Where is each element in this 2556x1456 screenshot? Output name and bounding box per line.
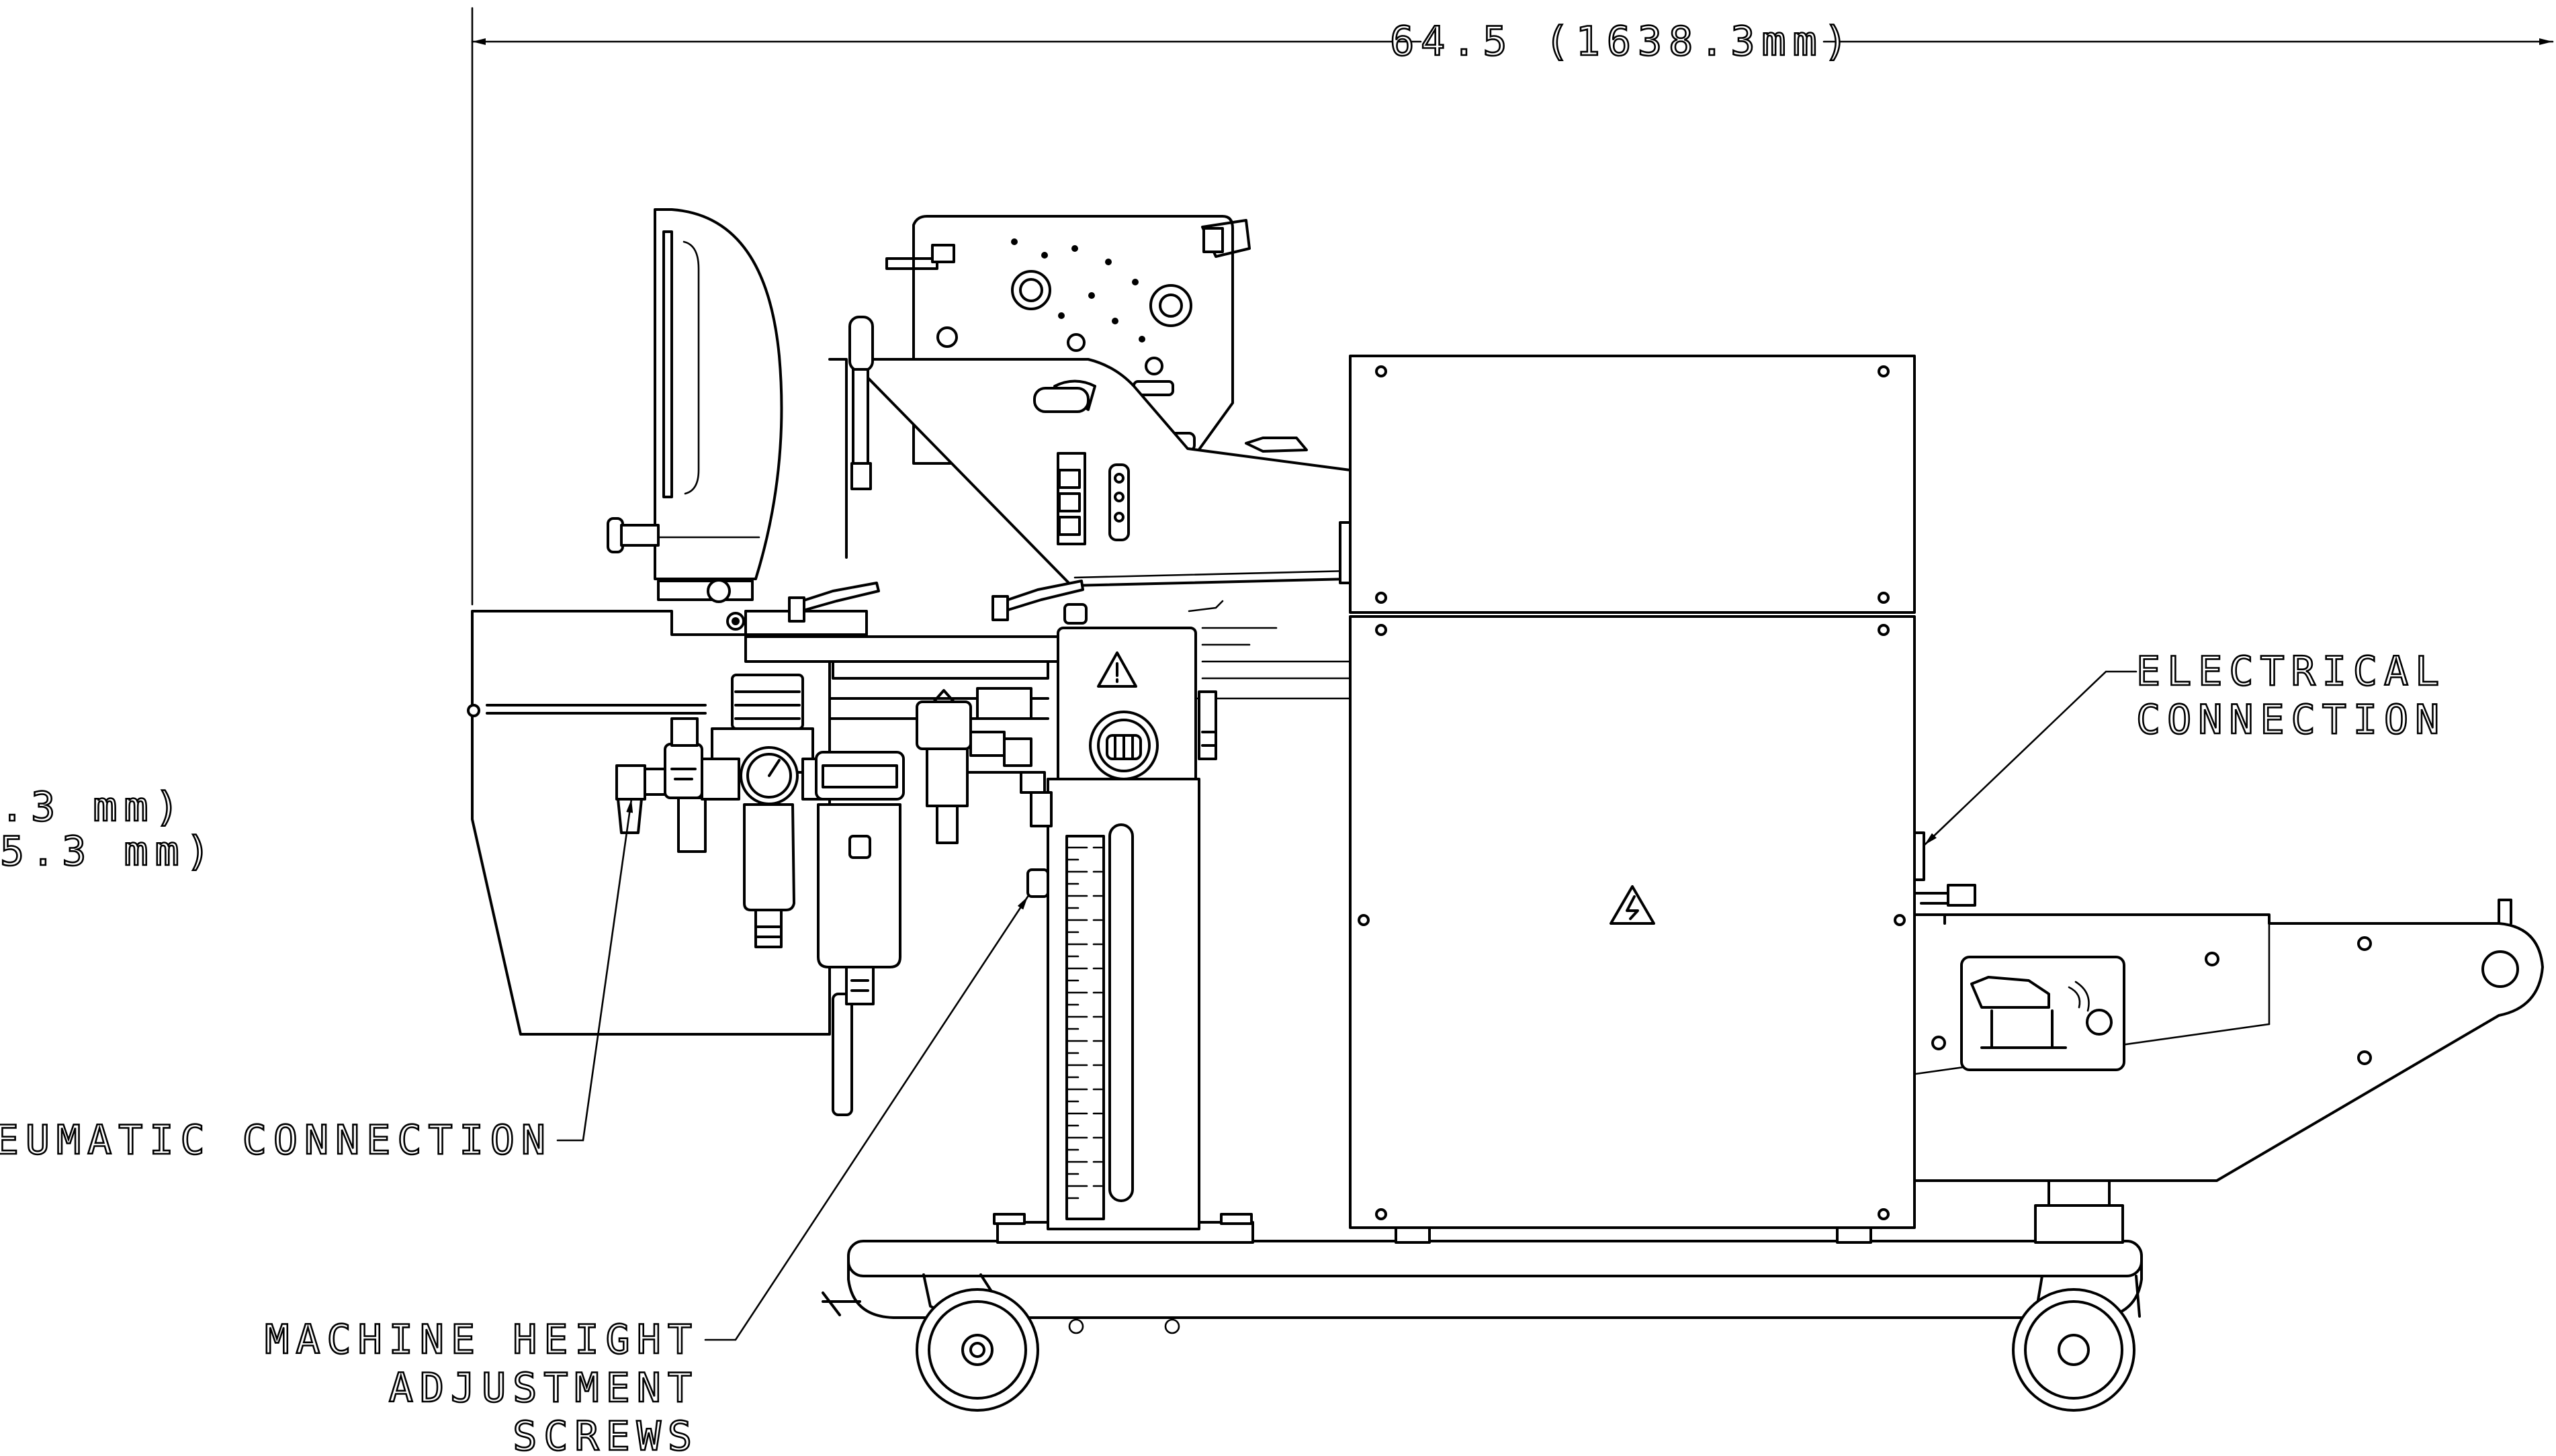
tail-handle bbox=[1910, 899, 2544, 1182]
left-hood bbox=[607, 208, 868, 673]
main-cabinet bbox=[1349, 355, 1976, 1229]
callout-height-line-1: MACHINE HEIGHT bbox=[265, 1316, 699, 1363]
dimension-overall-length: 64.5 (1638.3mm) bbox=[1390, 18, 1855, 65]
callout-pneumatic: PNEUMATIC CONNECTION bbox=[0, 798, 633, 1165]
callout-height-line-3: SCREWS bbox=[513, 1413, 699, 1456]
rail-assembly bbox=[744, 580, 1352, 720]
pneumatic-assembly bbox=[615, 674, 1053, 1005]
machine-cart bbox=[822, 1167, 2143, 1412]
print-mechanism bbox=[828, 215, 1352, 587]
overall-dimension: 64.5 (1638.3mm) bbox=[471, 7, 2554, 606]
caster-wheel-icon bbox=[2012, 1167, 2141, 1412]
emergency-stop-icon bbox=[607, 517, 660, 553]
callout-electrical-line-2: CONNECTION bbox=[2136, 696, 2446, 743]
dimension-partial-1: .3 mm) bbox=[0, 784, 186, 831]
warning-triangle-icon bbox=[1097, 651, 1137, 688]
height-scale-ticks bbox=[1065, 846, 1103, 1199]
callout-pneumatic-label: PNEUMATIC CONNECTION bbox=[0, 1117, 552, 1164]
dimension-partial-2: 5.3 mm) bbox=[0, 828, 217, 875]
callout-electrical: ELECTRICAL CONNECTION bbox=[1923, 647, 2446, 846]
callout-height-screws: MACHINE HEIGHT ADJUSTMENT SCREWS bbox=[264, 895, 1029, 1456]
callout-electrical-line-1: ELECTRICAL bbox=[2136, 648, 2446, 695]
height-column bbox=[1026, 627, 1217, 1230]
high-voltage-warning-icon bbox=[1610, 885, 1655, 925]
caster-wheel-icon bbox=[916, 1273, 1039, 1412]
callout-height-line-2: ADJUSTMENT bbox=[389, 1365, 699, 1412]
